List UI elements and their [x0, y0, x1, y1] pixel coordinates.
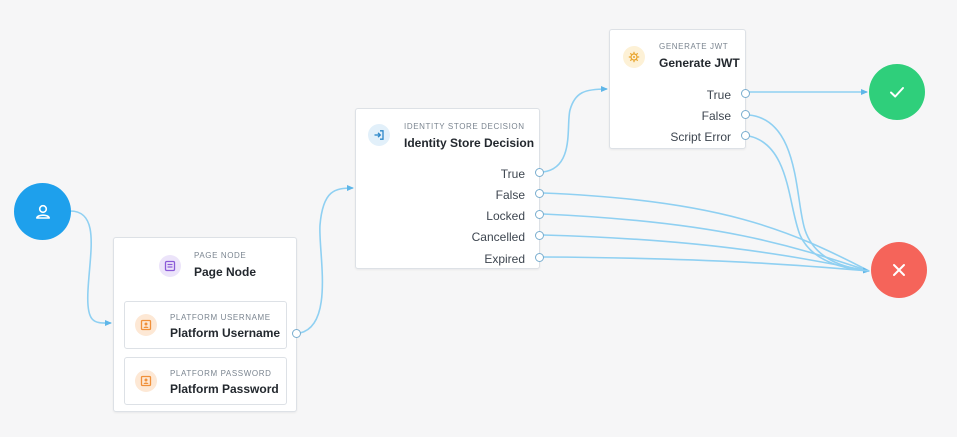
platform-username-node[interactable]: PLATFORM USERNAME Platform Username [124, 301, 287, 349]
user-icon [33, 202, 53, 222]
platform-password-node[interactable]: PLATFORM PASSWORD Platform Password [124, 357, 287, 405]
jwt-outcome-false: False [701, 109, 731, 123]
generate-jwt-title: Generate JWT [659, 56, 740, 70]
identity-store-type-label: IDENTITY STORE DECISION [404, 122, 525, 131]
outcome-false: False [495, 188, 525, 202]
wire-start-to-page-node [69, 210, 112, 327]
outcome-cancelled: Cancelled [471, 230, 525, 244]
wire-identity-expired-to-failure [542, 256, 870, 274]
login-icon [368, 124, 390, 146]
outcome-locked: Locked [486, 209, 525, 223]
wire-jwt-script-error-to-failure [748, 135, 870, 272]
wire-identity-cancelled-to-failure [542, 234, 870, 272]
identity-store-title: Identity Store Decision [404, 136, 535, 150]
success-node[interactable] [869, 64, 925, 120]
platform-username-title: Platform Username [170, 326, 281, 340]
outcome-expired: Expired [484, 252, 525, 266]
wire-identity-false-to-failure [542, 192, 870, 272]
jwt-outcome-script-error: Script Error [670, 130, 731, 144]
wire-identity-true-to-generate-jwt [542, 86, 608, 173]
generate-jwt-type-label: GENERATE JWT [659, 42, 729, 51]
outcome-true: True [500, 167, 525, 181]
generate-jwt-node[interactable]: GENERATE JWT Generate JWT True False Scr… [609, 29, 750, 149]
jwt-outcome-true: True [706, 88, 731, 102]
platform-password-type-label: PLATFORM PASSWORD [170, 369, 272, 378]
jwt-port-script-error[interactable] [741, 131, 750, 140]
contact-card-icon [135, 370, 157, 392]
gear-icon [623, 46, 645, 68]
page-node-type-label: PAGE NODE [194, 251, 247, 260]
platform-username-type-label: PLATFORM USERNAME [170, 313, 271, 322]
wire-page-node-to-identity-store [299, 185, 354, 334]
start-node[interactable] [14, 183, 71, 240]
jwt-port-false[interactable] [741, 110, 750, 119]
port-expired[interactable] [535, 253, 544, 262]
port-locked[interactable] [535, 210, 544, 219]
wire-identity-locked-to-failure [542, 213, 870, 272]
port-cancelled[interactable] [535, 231, 544, 240]
check-icon [887, 82, 907, 102]
identity-store-decision-node[interactable]: IDENTITY STORE DECISION Identity Store D… [355, 108, 544, 269]
x-icon [890, 261, 908, 279]
jwt-port-true[interactable] [741, 89, 750, 98]
page-node-outcome-port[interactable] [292, 329, 301, 338]
page-node-title: Page Node [194, 265, 257, 279]
wire-jwt-false-to-failure [748, 114, 870, 272]
port-true[interactable] [535, 168, 544, 177]
contact-card-icon [135, 314, 157, 336]
page-icon [159, 255, 181, 277]
port-false[interactable] [535, 189, 544, 198]
page-node[interactable]: PAGE NODE Page Node PLATFORM USERNAME Pl… [113, 237, 301, 412]
platform-password-title: Platform Password [170, 382, 279, 396]
failure-node[interactable] [871, 242, 927, 298]
